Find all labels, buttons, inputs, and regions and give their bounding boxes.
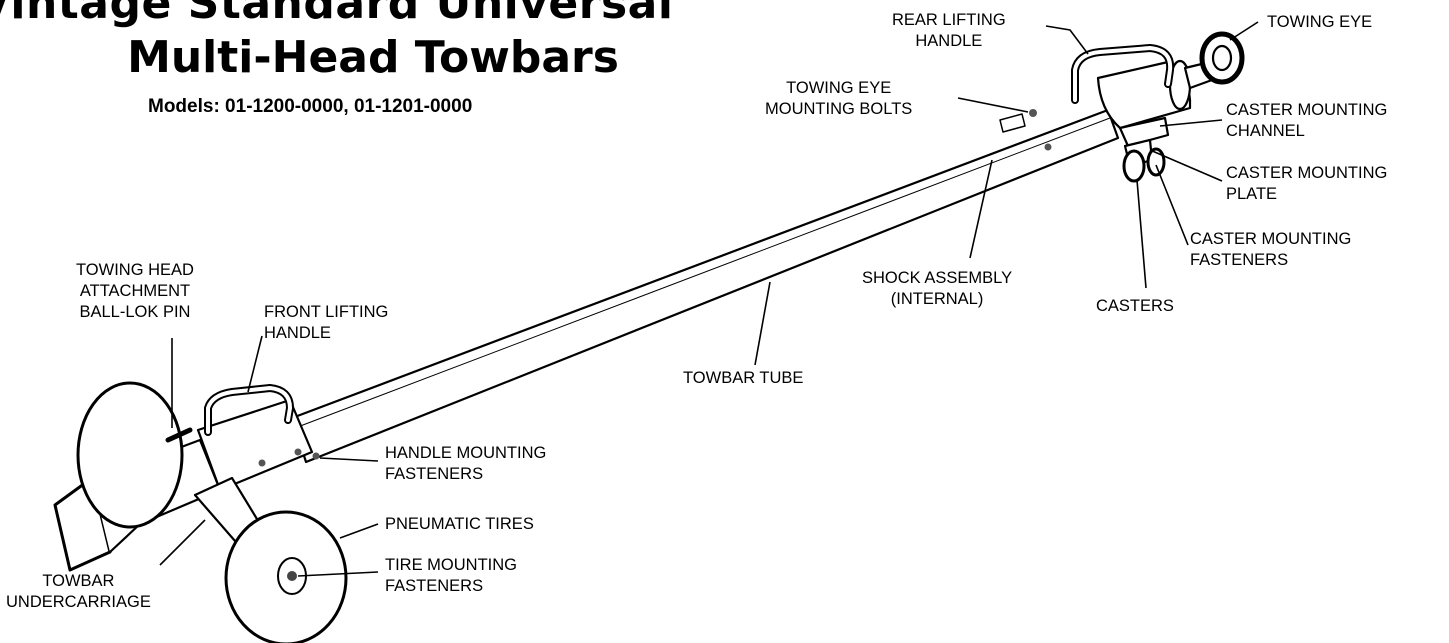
label-towbar-tube: TOWBAR TUBE — [683, 369, 804, 387]
leader-handle-fasteners — [319, 457, 379, 462]
title-line-1: Vintage Standard Universal — [0, 0, 674, 29]
towing-eye-slot — [999, 113, 1026, 133]
towing-eye-bolt — [1029, 109, 1037, 117]
title-line-2: Multi-Head Towbars — [127, 32, 619, 83]
leader-casters — [1136, 179, 1147, 289]
label-shock-assembly: SHOCK ASSEMBLY(INTERNAL) — [862, 269, 1013, 308]
leader-towbar-tube — [754, 281, 771, 366]
towing-eye-bolt — [1044, 143, 1052, 151]
leader-front-handle — [247, 335, 263, 393]
models-subtitle: Models: 01-1200-0000, 01-1201-0000 — [148, 96, 473, 117]
leader-caster-channel — [1159, 119, 1223, 127]
leader-rear-lifting-handle — [1045, 25, 1089, 55]
leader-caster-plate — [1149, 149, 1223, 182]
label-pneumatic-tires: PNEUMATIC TIRES — [385, 515, 534, 533]
label-towing-eye: TOWING EYE — [1267, 13, 1373, 31]
caster-wheel — [1146, 147, 1166, 177]
caster-mounting-channel — [1118, 116, 1170, 148]
label-casters: CASTERS — [1096, 297, 1174, 315]
leader-tire-fasteners — [297, 571, 379, 577]
rear-tire — [76, 381, 184, 529]
leader-undercarriage — [159, 519, 206, 566]
leader-towing-eye — [1229, 21, 1259, 41]
leader-pneumatic-tires — [339, 523, 379, 539]
leader-shock-assembly — [969, 159, 993, 259]
caster-wheel — [1122, 149, 1146, 183]
leader-caster-fasteners — [1155, 164, 1189, 246]
ball-lok-pin — [165, 427, 193, 443]
leader-towing-eye-bolts — [957, 97, 1029, 113]
